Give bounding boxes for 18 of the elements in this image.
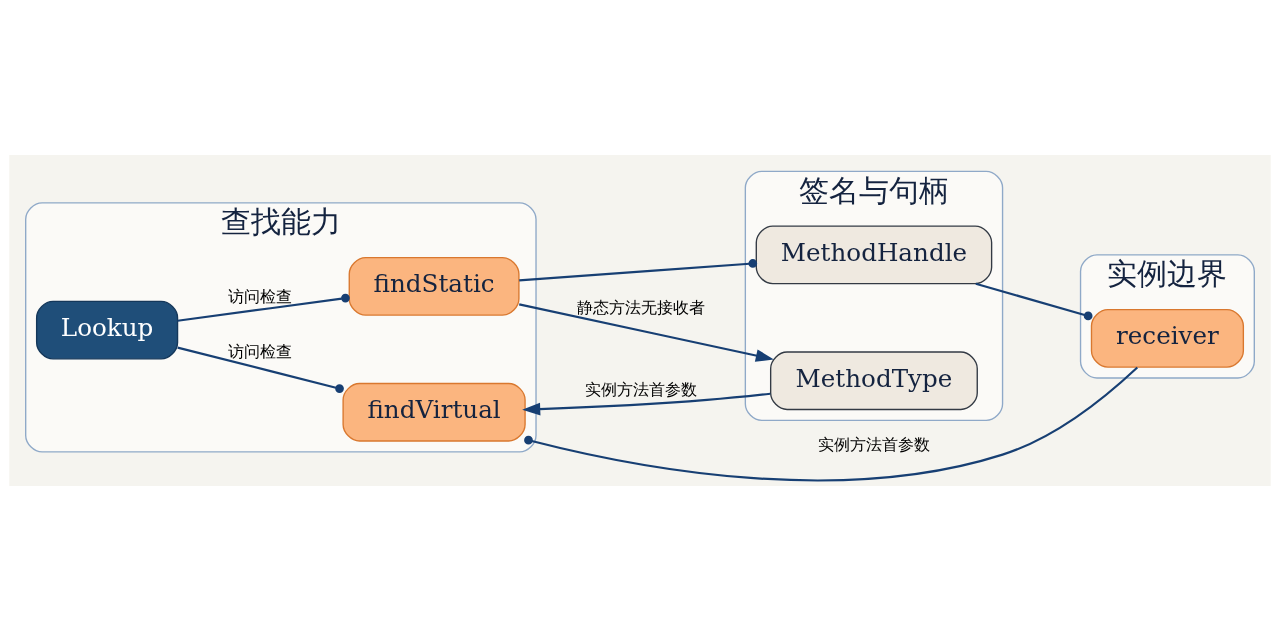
arrow — [522, 392, 771, 415]
connector — [524, 366, 1139, 481]
node-box: MethodType — [769, 350, 978, 410]
connector — [177, 293, 350, 322]
node-box: findVirtual — [342, 382, 526, 442]
edge-label: 静态方法无接收者 — [576, 297, 705, 317]
connector — [519, 258, 758, 281]
edge-label: 实例方法首参数 — [817, 434, 930, 454]
node-box: Lookup — [35, 300, 179, 360]
edge-label: 访问检查 — [228, 341, 293, 361]
connector — [975, 282, 1093, 320]
connector — [177, 346, 344, 393]
edge-label: 实例方法首参数 — [584, 379, 697, 399]
node-box: findStatic — [348, 256, 520, 316]
arrow — [519, 302, 774, 362]
edge-label: 访问检查 — [228, 286, 293, 306]
node-box: receiver — [1090, 308, 1245, 368]
node-box: MethodHandle — [755, 224, 993, 284]
